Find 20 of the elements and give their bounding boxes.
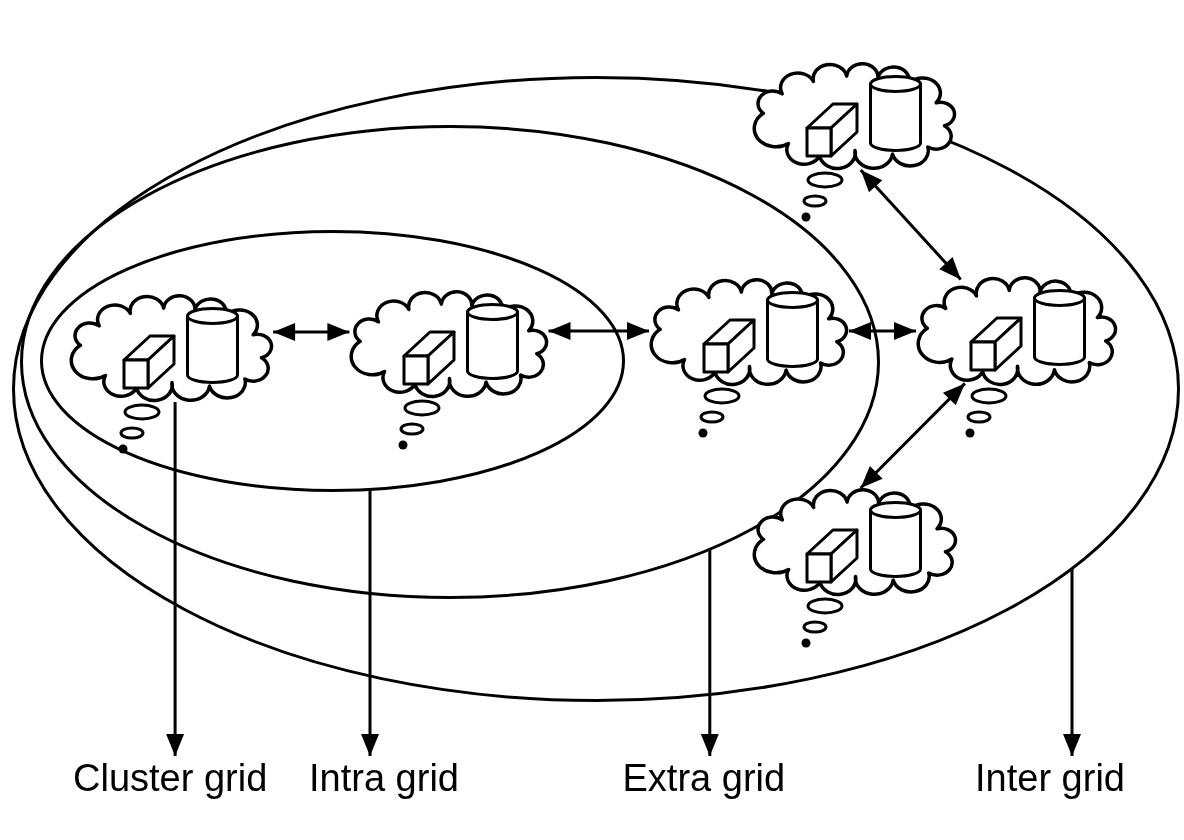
double-headed-arrow (548, 322, 649, 340)
arrow (1063, 568, 1081, 756)
cloud-shape (349, 290, 549, 398)
grid-label: Intra grid (309, 756, 459, 800)
cloud-shape (752, 62, 957, 170)
double-headed-arrow (859, 382, 966, 490)
cloud-shape (69, 294, 274, 402)
arrow (166, 402, 185, 756)
grid-label: Cluster grid (73, 756, 268, 800)
double-headed-arrow (849, 322, 916, 340)
double-headed-arrow (273, 323, 350, 341)
arrow (700, 549, 719, 756)
grid-label: Extra grid (622, 756, 786, 800)
grid-label: Inter grid (975, 756, 1125, 800)
cloud-shape (916, 276, 1118, 386)
cloud-shape (752, 488, 958, 596)
ellipse-outline (40, 230, 625, 492)
arrow (361, 489, 379, 756)
cloud-shape (649, 278, 849, 386)
double-headed-arrow (859, 169, 962, 281)
